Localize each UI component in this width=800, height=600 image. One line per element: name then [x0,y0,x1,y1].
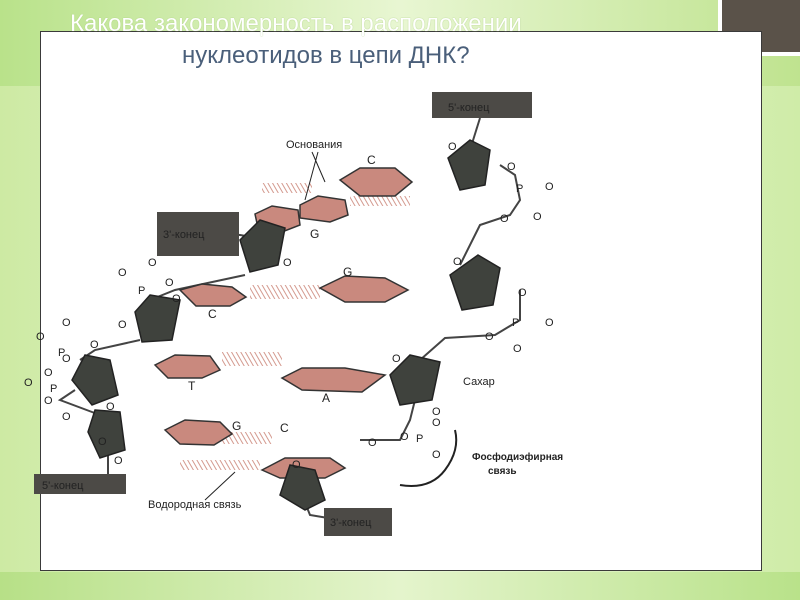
o-atom: O [392,353,401,365]
p-atom: P [512,317,519,329]
base-a [280,367,387,393]
o-atom: O [118,319,127,331]
label-hydrogen-bond: Водородная связь [148,499,242,511]
o-atom: O [24,377,33,389]
oxygen-atoms: O O O O O O O O O O O O O O O O O O O O … [24,141,554,471]
o-atom: O [44,395,53,407]
o-atom: O [292,459,301,471]
letter-c2: C [208,307,217,321]
o-atom: O [36,331,45,343]
o-atom: O [545,181,554,193]
end-labels: 5'-конец 3'-конец 5'-конец 3'-конец [34,92,532,536]
base-c-middle [178,283,248,307]
base-g-bottom [163,419,234,446]
o-atom: O [432,417,441,429]
sugar-5 [71,354,119,406]
label-3-end-left: 3'-конец [163,229,205,241]
nucleotide-bases [153,167,414,479]
label-box-3-left [157,212,239,256]
o-atom: O [172,293,181,305]
label-phosphodiester-1: Фосфодиэфирная [472,451,563,463]
o-atom: O [165,277,174,289]
o-atom: O [507,161,516,173]
o-atom: O [432,406,441,418]
slide-title-line-2: нуклеотидов в цепи ДНК? [182,42,470,69]
o-atom: O [114,455,123,467]
o-atom: O [62,353,71,365]
label-box-5-top [432,92,532,118]
o-atom: O [448,141,457,153]
sugar-4 [134,294,181,343]
o-atom: O [368,437,377,449]
letter-g1: G [310,227,319,241]
letter-g3: G [232,419,241,433]
phosphodiester-brace [399,429,458,487]
sugar-2 [239,219,286,273]
label-3-end-bottom: 3'-конец [330,517,372,529]
p-atom: P [50,383,57,395]
base-g-top [299,195,349,223]
letter-c1: C [367,153,376,167]
label-sugar: Сахар [463,376,495,388]
label-5-end-top: 5'-конец [448,102,490,114]
o-atom: O [400,431,409,443]
p-atom: P [416,433,423,445]
sugars [71,139,501,511]
letter-c3: C [280,421,289,435]
bases-pointer [304,151,326,201]
sugar-8 [279,464,326,511]
label-box-5-bottom [34,474,126,494]
base-g-middle [318,275,410,303]
letter-a: A [322,391,330,405]
o-atom: O [432,449,441,461]
o-atom: O [148,257,157,269]
label-box-3-bottom [324,508,392,536]
o-atom: O [44,367,53,379]
o-atom: O [62,317,71,329]
o-atom: O [98,436,107,448]
o-atom: O [513,343,522,355]
p-atom: P [58,347,65,359]
base-t [153,354,222,379]
sugar-6 [389,354,441,406]
phosphorus-atoms: P P P P P P [50,183,523,445]
label-5-end-bottom: 5'-конец [42,480,84,492]
letter-g2: G [343,265,352,279]
o-atom: O [283,257,292,269]
hydrogen-bonds [180,183,410,470]
o-atom: O [500,213,509,225]
o-atom: O [485,331,494,343]
label-bases: Основания [286,139,342,151]
base-letters: C G G C T A G C [188,153,376,435]
o-atom: O [533,211,542,223]
sugar-1 [447,139,491,191]
o-atom: O [90,339,99,351]
hydrogen-bond-pointer [204,471,236,501]
o-atom: O [106,401,115,413]
p-atom: P [516,183,523,195]
base-c-top [338,167,414,197]
o-atom: O [518,287,527,299]
slide-title-line-1: Какова закономерность в расположении [70,10,522,37]
sugar-3 [449,254,501,311]
o-atom: O [118,267,127,279]
o-atom: O [545,317,554,329]
sugar-7 [87,409,126,459]
letter-t: T [188,379,196,393]
o-atom: O [62,411,71,423]
o-atom: O [453,256,462,268]
bottom-bar [0,572,800,600]
p-atom: P [138,285,145,297]
label-phosphodiester-2: связь [488,466,517,477]
